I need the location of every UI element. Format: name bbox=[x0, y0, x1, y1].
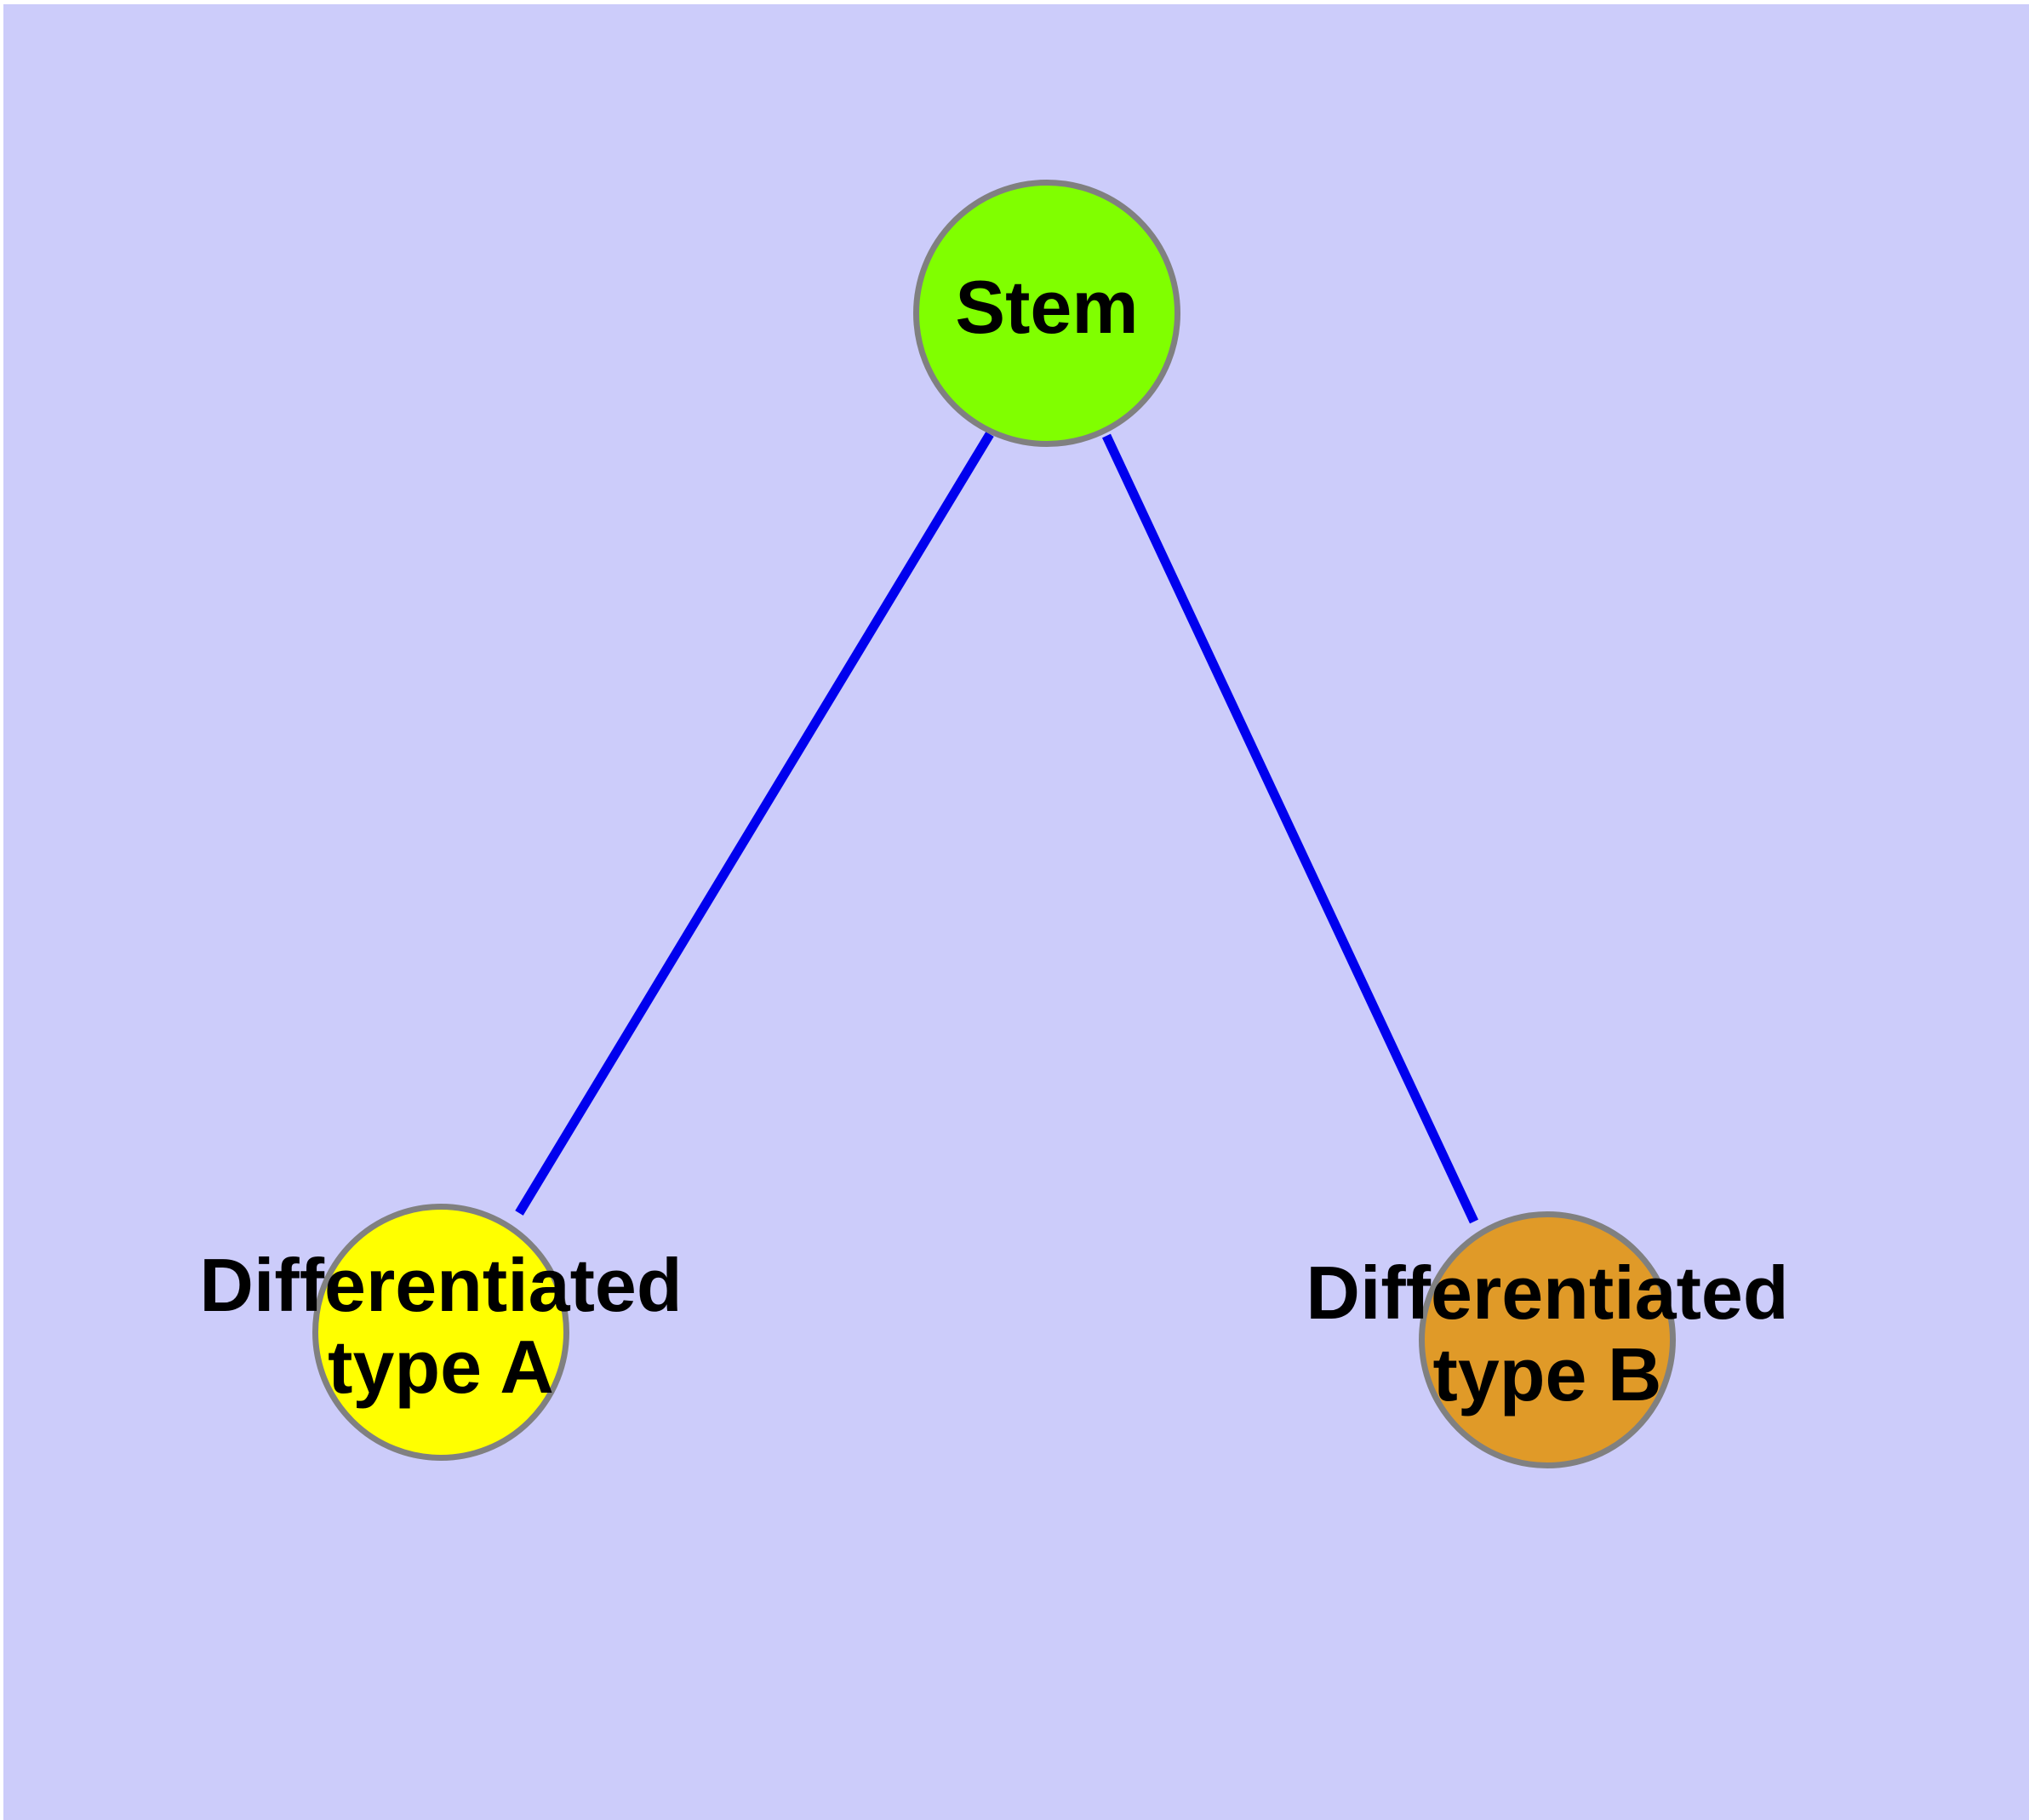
node-label-line: type A bbox=[328, 1325, 554, 1409]
graph-node-diff-b[interactable] bbox=[1419, 1211, 1676, 1468]
edge-layer bbox=[515, 432, 1478, 1224]
graph-node-diff-a[interactable] bbox=[312, 1204, 569, 1461]
graph-edge[interactable] bbox=[1102, 433, 1478, 1224]
node-label-line: type B bbox=[1433, 1332, 1662, 1417]
graph-node-stem[interactable] bbox=[913, 180, 1180, 447]
node-label-line: Differentiated bbox=[199, 1243, 682, 1327]
node-layer bbox=[312, 180, 1676, 1468]
node-label-line: Stem bbox=[955, 265, 1138, 349]
node-label-line: Differentiated bbox=[1306, 1251, 1788, 1335]
graph-edge[interactable] bbox=[515, 432, 994, 1216]
node-label-stem: Stem bbox=[955, 265, 1138, 349]
